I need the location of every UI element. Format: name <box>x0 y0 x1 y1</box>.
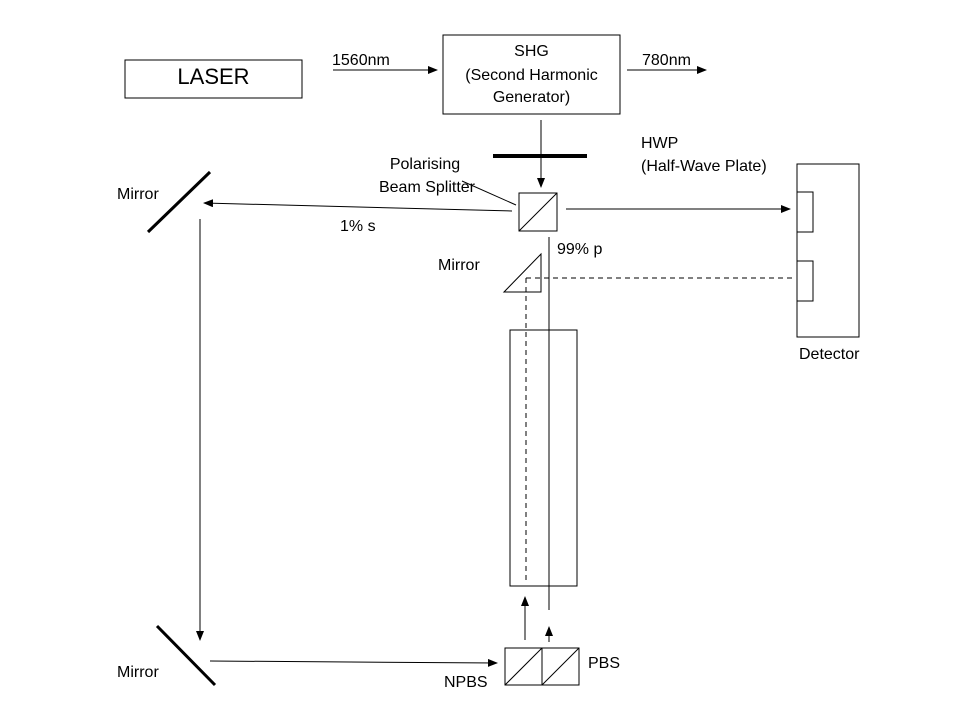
pbs-cube-top-diagonal <box>518 192 558 232</box>
shg-label-line3: Generator) <box>492 89 571 106</box>
detector-photodiode-bottom <box>796 260 814 302</box>
beam-to-npbs <box>209 658 498 667</box>
laser-label: LASER <box>177 64 250 89</box>
shg-label-line1: SHG <box>514 43 549 60</box>
hwp-label-line1: HWP <box>641 135 679 152</box>
vapour-cell <box>509 329 578 587</box>
wavelength-in-label: 1560nm <box>332 52 390 69</box>
detector-photodiode-top <box>796 191 814 233</box>
pbs-label-line1: Polarising <box>389 156 461 173</box>
detector-label: Detector <box>799 346 860 363</box>
hwp-label-line2: (Half-Wave Plate) <box>641 158 767 175</box>
mirror-top-left <box>146 170 212 234</box>
split-s-label: 1% s <box>340 218 376 235</box>
beam-1pct-s <box>203 199 513 212</box>
shg-box <box>442 34 621 115</box>
mirror-center <box>502 252 542 293</box>
pbs-cube-bottom <box>541 647 580 686</box>
detector-box <box>796 163 860 338</box>
shg-label-line2: (Second Harmonic <box>465 67 598 84</box>
pbs-cube-top <box>518 192 558 232</box>
mirror-top-left-label: Mirror <box>117 186 159 203</box>
wavelength-out-label: 780nm <box>642 52 691 69</box>
pbs-bottom-label: PBS <box>588 655 621 672</box>
mirror-bottom-left-label: Mirror <box>117 664 159 681</box>
npbs-label: NPBS <box>444 674 488 691</box>
laser-box <box>124 59 303 99</box>
split-p-label: 99% p <box>557 241 603 258</box>
pbs-cube-bottom-diagonal <box>541 647 580 686</box>
mirror-center-label: Mirror <box>438 257 480 274</box>
pbs-label-leader <box>461 180 517 206</box>
mirror-bottom-left <box>155 624 217 687</box>
pbs-label-line2: Beam Splitter <box>378 179 476 196</box>
npbs-cube-diagonal <box>504 647 543 686</box>
